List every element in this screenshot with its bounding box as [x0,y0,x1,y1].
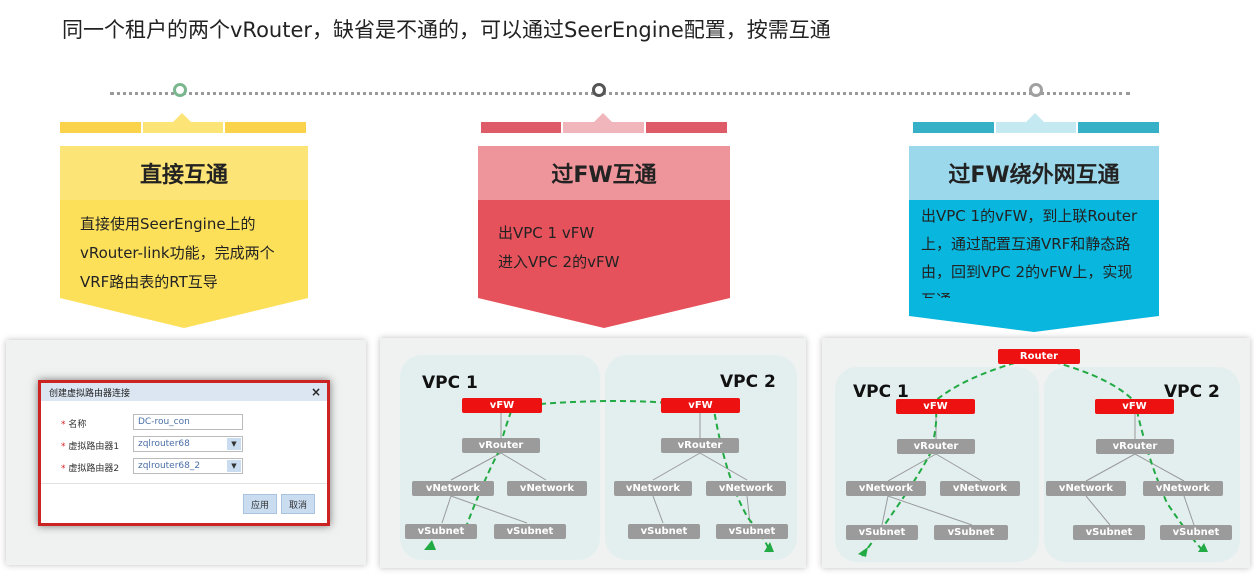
vrouter-link-dialog: 创建虚拟路由器连接 × * 名称 DC-rou_con * 虚拟路由器1 zql… [38,380,330,526]
card1-body: 直接使用SeerEngine上的 vRouter-link功能，完成两个 VRF… [60,200,308,298]
vpc1-label: VPC 1 [422,373,478,393]
card2-notch [594,113,612,122]
card2-line: 出VPC 1 vFW [498,224,595,242]
vnetwork-node: vNetwork [940,481,1020,496]
timeline-node-3 [1029,83,1043,97]
card3-heading: 过FW绕外网互通 [909,146,1159,200]
vsubnet-node: vSubnet [1160,525,1232,540]
vnetwork-node: vNetwork [507,481,587,496]
card2-bar-left [481,122,561,133]
card1-notch [173,113,191,122]
vrouter-node: vRouter [661,438,739,453]
name-input[interactable]: DC-rou_con [133,414,243,430]
vrouter-node: vRouter [462,438,540,453]
card1-heading: 直接互通 [60,146,308,200]
dialog-titlebar: 创建虚拟路由器连接 × [41,383,327,401]
card3-body: 出VPC 1的vFW，到上联Router 上，通过配置互通VRF和静态路 由，回… [909,200,1159,309]
vnetwork-node: vNetwork [846,481,926,496]
card3-line: 出VPC 1的vFW，到上联Router [921,207,1138,225]
card2-body: 出VPC 1 vFW 进入VPC 2的vFW [478,200,730,298]
apply-button[interactable]: 应用 [243,494,277,514]
router-node: Router [998,349,1080,364]
card3-line: 由，回到VPC 2的vFW上，实现 [921,263,1133,281]
page-title: 同一个租户的两个vRouter，缺省是不通的，可以通过SeerEngine配置，… [62,18,831,42]
vfw-node: vFW [462,398,542,413]
field-label-name: * 名称 [61,420,87,430]
card1-bar-left [60,122,141,133]
card2-heading: 过FW互通 [478,146,730,200]
vsubnet-node: vSubnet [1073,525,1145,540]
router2-select[interactable]: zqlrouter68_2▼ [133,458,243,474]
card1-arrow [60,298,308,328]
vrouter-node: vRouter [1096,439,1174,454]
card3-body-ext [909,298,1159,316]
card2-line: 进入VPC 2的vFW [498,253,620,271]
vrouter-node: vRouter [897,439,975,454]
vsubnet-node: vSubnet [846,525,918,540]
card3-arrow [909,316,1159,332]
card1-bar-right [225,122,306,133]
vfw-node: vFW [1095,399,1174,414]
vfw-node: vFW [661,398,740,413]
vpc2-label: VPC 2 [720,372,776,392]
timeline-dotted-line [110,92,1130,95]
card1-line: vRouter-link功能，完成两个 [80,244,275,262]
card3-notch [1026,113,1044,122]
vsubnet-node: vSubnet [628,524,700,539]
vnetwork-node: vNetwork [412,481,494,496]
card3-bar-right [1078,122,1159,133]
vnetwork-node: vNetwork [706,481,786,496]
card3-line: 上，通过配置互通VRF和静态路 [921,235,1131,253]
card2-bar-right [646,122,727,133]
vpc1-label: VPC 1 [853,382,909,402]
timeline-node-1 [173,83,187,97]
chevron-down-icon[interactable]: ▼ [227,460,241,472]
field-label-router2: * 虚拟路由器2 [61,464,120,474]
vsubnet-node: vSubnet [934,525,1008,540]
vnetwork-node: vNetwork [614,481,692,496]
card1-line: VRF路由表的RT互导 [80,273,218,291]
vfw-node: vFW [896,399,975,414]
card1-line: 直接使用SeerEngine上的 [80,215,256,233]
close-icon[interactable]: × [310,385,321,399]
vpc2-label: VPC 2 [1164,382,1220,402]
card1-bar-mid [143,122,223,133]
card2-arrow [478,298,730,328]
card2-bar-mid [563,122,644,133]
vsubnet-node: vSubnet [494,524,566,539]
card3-bar-mid [996,122,1076,133]
router1-select[interactable]: zqlrouter68▼ [133,436,243,452]
diagram2-links [424,400,774,553]
dialog-title: 创建虚拟路由器连接 [49,388,131,399]
vsubnet-node: vSubnet [716,524,788,539]
dialog-divider [41,483,327,484]
chevron-down-icon[interactable]: ▼ [227,438,241,450]
vnetwork-node: vNetwork [1046,481,1126,496]
vnetwork-node: vNetwork [1143,481,1223,496]
field-label-router1: * 虚拟路由器1 [61,442,120,452]
card3-bar-left [913,122,994,133]
vsubnet-node: vSubnet [405,524,477,539]
timeline-node-2 [592,83,606,97]
cancel-button[interactable]: 取消 [281,494,315,514]
